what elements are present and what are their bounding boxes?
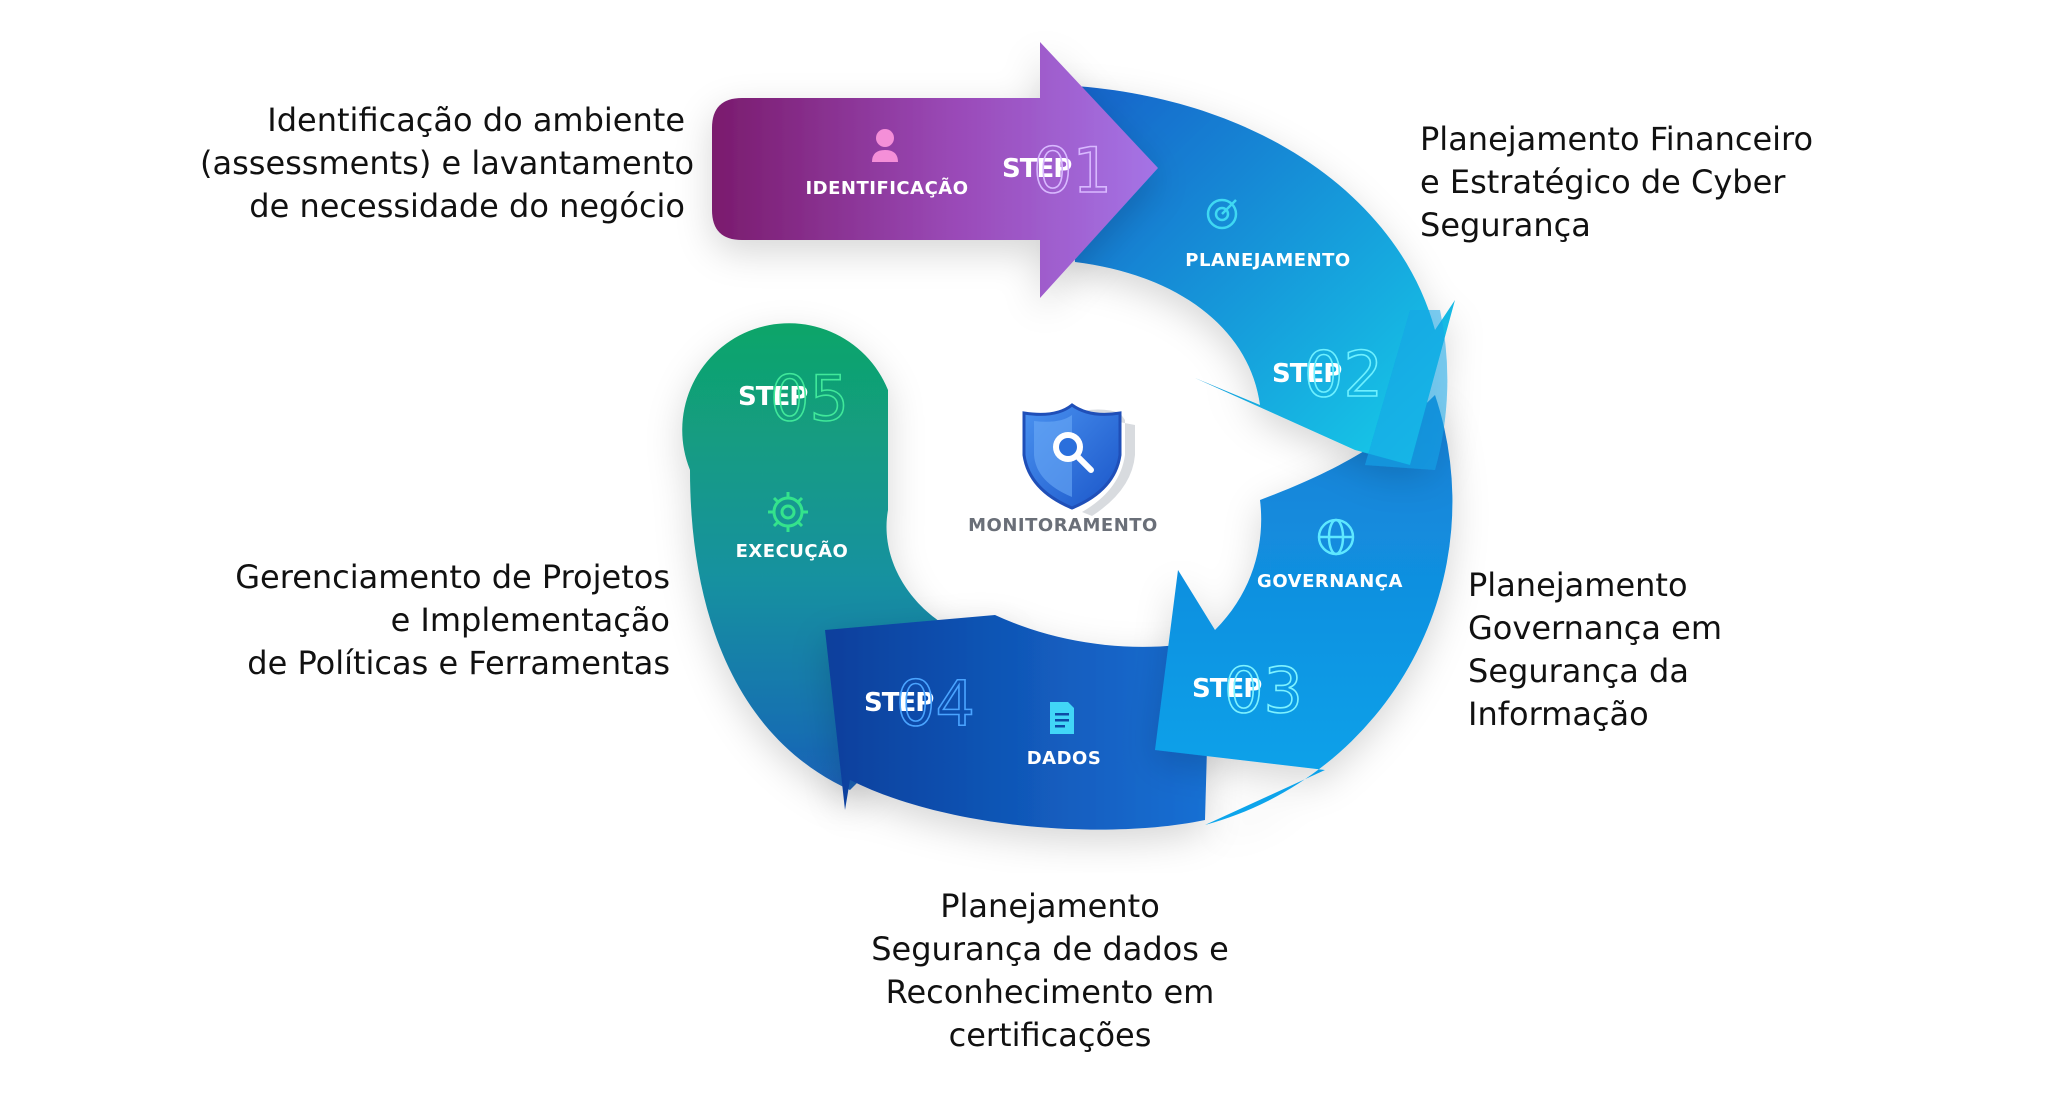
target-icon	[1206, 198, 1238, 230]
step-03-step-number: 03	[1224, 654, 1303, 727]
step-05-label: EXECUÇÃO	[736, 539, 849, 562]
step-02-description: Planejamento Financeiro e Estratégico de…	[1420, 118, 1940, 247]
step-01-step-word: STEP	[1002, 154, 1071, 184]
shield-search-icon	[1022, 403, 1135, 516]
step-02-label: PLANEJAMENTO	[1185, 250, 1350, 271]
description-line: certificações	[948, 1016, 1152, 1054]
description-line: Segurança da	[1468, 652, 1689, 690]
step-03-description: Planejamento Governança em Segurança da …	[1468, 564, 1888, 736]
step-05-icon-wrap	[768, 492, 808, 532]
description-line: Segurança de dados e	[871, 930, 1229, 968]
globe-icon	[1317, 518, 1355, 556]
description-line: Identificação do ambiente	[267, 101, 685, 139]
description-line: Segurança	[1420, 206, 1591, 244]
description-line: de necessidade do negócio	[249, 187, 685, 225]
step-01-description: Identificação do ambiente (assessments) …	[200, 99, 695, 228]
step-04-step-number: 04	[896, 667, 975, 740]
step-02-step-word: STEP	[1272, 359, 1341, 389]
description-line: Reconhecimento em	[885, 973, 1215, 1011]
description-line: Gerenciamento de Projetos	[235, 558, 670, 596]
step-04-segment	[825, 615, 1210, 830]
gear-icon	[768, 492, 808, 532]
step-04-label: DADOS	[1027, 748, 1102, 769]
step-01-label: IDENTIFICAÇÃO	[805, 176, 968, 199]
step-01-segment	[712, 42, 1158, 298]
step-05-step-number: 05	[770, 362, 849, 435]
user-icon	[872, 129, 898, 162]
description-line: Informação	[1468, 695, 1649, 733]
description-line: e Implementação	[390, 601, 670, 639]
step-03-segment	[1155, 395, 1453, 825]
description-line: Planejamento	[940, 887, 1160, 925]
description-line: Planejamento	[1468, 566, 1688, 604]
step-03-label: GOVERNANÇA	[1257, 571, 1403, 592]
step-02-segment	[1060, 85, 1455, 470]
document-icon	[1050, 702, 1074, 734]
step-01-step-number: 01	[1033, 134, 1112, 207]
step-03-step-word: STEP	[1192, 674, 1261, 704]
description-line: e Estratégico de Cyber	[1420, 163, 1786, 201]
step-05-description: Gerenciamento de Projetos e Implementaçã…	[150, 556, 670, 685]
description-line: (assessments) e lavantamento	[200, 144, 695, 182]
step-05-step-word: STEP	[738, 382, 807, 412]
description-line: Governança em	[1468, 609, 1722, 647]
description-line: Planejamento Financeiro	[1420, 120, 1814, 158]
step-04-description: Planejamento Segurança de dados e Reconh…	[810, 885, 1290, 1057]
step-02-step-number: 02	[1304, 338, 1383, 411]
step-04-step-word: STEP	[864, 688, 933, 718]
description-line: de Políticas e Ferramentas	[247, 644, 670, 682]
center-label: MONITORAMENTO	[968, 515, 1158, 536]
